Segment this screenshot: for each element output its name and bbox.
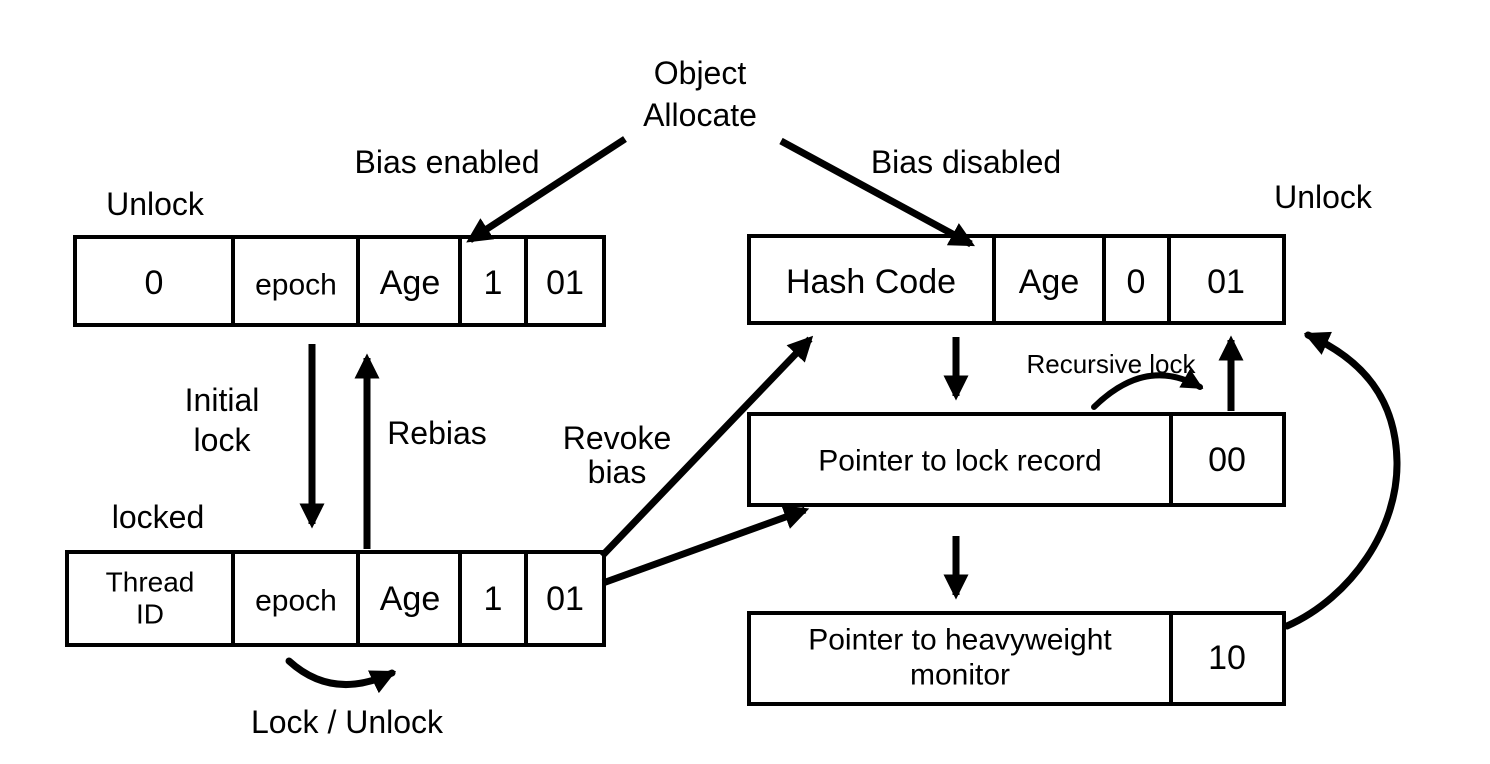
biased-unlock-box (73, 235, 606, 327)
cell-biased-bit: 0 (145, 264, 164, 302)
cell-bias-flag: 0 (1127, 263, 1146, 301)
cell-thread-id-line2: ID (136, 599, 164, 630)
biased-locked-word: Thread ID epoch Age 1 01 (65, 550, 606, 647)
unlock-right-label: Unlock (1274, 179, 1373, 215)
cell-lock-bits: 00 (1208, 441, 1246, 479)
revoke-bias-line1: Revoke (563, 420, 672, 456)
cell-lock-record-pointer: Pointer to lock record (818, 445, 1101, 478)
cell-lock-bits: 01 (546, 580, 584, 618)
unlock-left-label: Unlock (106, 186, 205, 222)
cell-monitor-pointer-line2: monitor (910, 659, 1010, 692)
cell-lock-bits: 01 (546, 264, 584, 302)
heavyweight-locked-word: Pointer to heavyweight monitor 10 (747, 611, 1286, 706)
lightweight-locked-word: Pointer to lock record 00 (747, 412, 1286, 507)
heavyweight-locked-box (747, 611, 1286, 706)
cell-age: Age (1019, 263, 1080, 301)
locked-label: locked (112, 499, 205, 535)
unbiased-unlock-box (747, 234, 1286, 325)
heavyweight-unlock-curve-arrow (1283, 331, 1401, 630)
cell-lock-bits: 10 (1208, 639, 1246, 677)
initial-lock-label: Initial lock (185, 382, 260, 458)
cell-monitor-pointer-line1: Pointer to heavyweight (808, 624, 1112, 657)
bias-disabled-label: Bias disabled (871, 144, 1061, 180)
cell-bias-flag: 1 (484, 580, 503, 618)
initial-lock-line2: lock (194, 422, 252, 458)
recursive-lock-swoosh-arrow (1091, 368, 1204, 410)
object-allocate-line2: Allocate (643, 97, 757, 133)
rebias-label: Rebias (387, 415, 487, 451)
lock-unlock-swoosh-arrow (285, 657, 397, 694)
unbiased-unlock-word: Hash Code Age 0 01 (747, 234, 1286, 325)
revoke-bias-line2: bias (588, 454, 647, 490)
cell-epoch: epoch (255, 585, 337, 618)
biased-locked-box (65, 550, 606, 647)
bias-enabled-label: Bias enabled (354, 144, 539, 180)
cell-age: Age (380, 264, 441, 302)
lock-unlock-label: Lock / Unlock (251, 704, 444, 740)
revoke-bias-label: Revoke bias (563, 420, 672, 490)
cell-lock-bits: 01 (1207, 263, 1245, 301)
cell-hash-code: Hash Code (786, 263, 956, 301)
cell-age: Age (380, 580, 441, 618)
cell-epoch: epoch (255, 269, 337, 302)
object-allocate-label: Object Allocate (643, 55, 757, 133)
initial-lock-line1: Initial (185, 382, 260, 418)
object-allocate-line1: Object (654, 55, 747, 91)
allocate-bias-disabled-arrow (779, 137, 975, 248)
cell-bias-flag: 1 (484, 264, 503, 302)
lightweight-locked-box (747, 412, 1286, 507)
allocate-bias-enabled-arrow (466, 136, 627, 243)
revoke-bias-to-unlock-arrow (599, 335, 814, 559)
biased-unlock-word: 0 epoch Age 1 01 (73, 235, 606, 327)
revoke-bias-to-lock-record-arrow (601, 505, 810, 587)
cell-thread-id-line1: Thread (106, 567, 195, 598)
